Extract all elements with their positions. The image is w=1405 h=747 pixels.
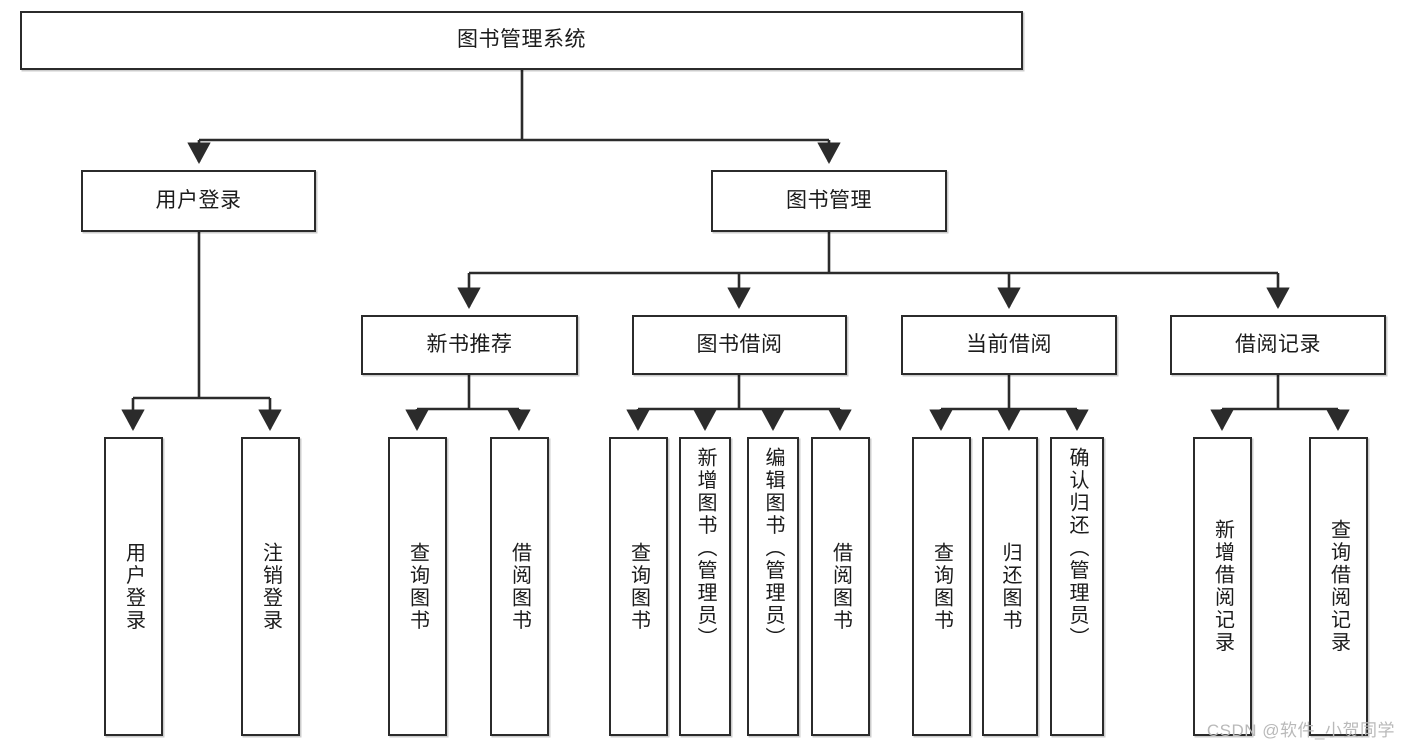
node-leaf-query-book-1[interactable]: 查询图书 [388,437,447,736]
node-leaf-query-record-label: 查询借阅记录 [1327,519,1350,654]
node-leaf-query-book-3-label: 查询图书 [930,541,953,632]
node-leaf-query-book-3[interactable]: 查询图书 [912,437,971,736]
node-leaf-edit-book-label: 编辑图书（管理员） [762,447,784,650]
watermark-text: CSDN @软件_小贺同学 [1206,721,1395,740]
node-book-manage-label: 图书管理 [786,188,872,212]
node-borrow-record-label: 借阅记录 [1235,332,1321,356]
node-leaf-borrow-book-2-label: 借阅图书 [829,541,852,632]
node-leaf-borrow-book-2[interactable]: 借阅图书 [811,437,870,736]
node-leaf-user-login-label: 用户登录 [122,541,145,632]
node-leaf-return-book-label: 归还图书 [999,541,1021,632]
node-book-borrow[interactable]: 图书借阅 [632,315,847,375]
node-book-manage[interactable]: 图书管理 [711,170,947,232]
node-leaf-query-book-1-label: 查询图书 [406,541,429,632]
node-leaf-logout-label: 注销登录 [259,541,282,632]
node-leaf-add-book-label: 新增图书（管理员） [694,447,716,650]
node-borrow-record[interactable]: 借阅记录 [1170,315,1386,375]
node-leaf-add-record-label: 新增借阅记录 [1211,519,1234,654]
node-book-borrow-label: 图书借阅 [696,332,783,356]
node-leaf-confirm-return[interactable]: 确认归还（管理员） [1050,437,1104,736]
node-new-book-rec-label: 新书推荐 [426,332,513,356]
node-leaf-return-book[interactable]: 归还图书 [982,437,1038,736]
node-new-book-rec[interactable]: 新书推荐 [361,315,578,375]
node-root-label: 图书管理系统 [457,28,586,52]
node-leaf-edit-book[interactable]: 编辑图书（管理员） [747,437,799,736]
node-current-borrow-label: 当前借阅 [966,332,1052,356]
node-user-login[interactable]: 用户登录 [81,170,316,232]
node-leaf-logout[interactable]: 注销登录 [241,437,300,736]
node-root[interactable]: 图书管理系统 [20,11,1023,70]
node-leaf-query-record[interactable]: 查询借阅记录 [1309,437,1368,736]
node-leaf-add-book[interactable]: 新增图书（管理员） [679,437,731,736]
node-leaf-borrow-book-1-label: 借阅图书 [508,541,531,632]
node-leaf-user-login[interactable]: 用户登录 [104,437,163,736]
node-user-login-label: 用户登录 [155,188,242,212]
node-leaf-confirm-return-label: 确认归还（管理员） [1066,447,1088,650]
node-leaf-add-record[interactable]: 新增借阅记录 [1193,437,1252,736]
node-leaf-borrow-book-1[interactable]: 借阅图书 [490,437,549,736]
node-leaf-query-book-2[interactable]: 查询图书 [609,437,668,736]
node-leaf-query-book-2-label: 查询图书 [627,541,650,632]
node-current-borrow[interactable]: 当前借阅 [901,315,1117,375]
